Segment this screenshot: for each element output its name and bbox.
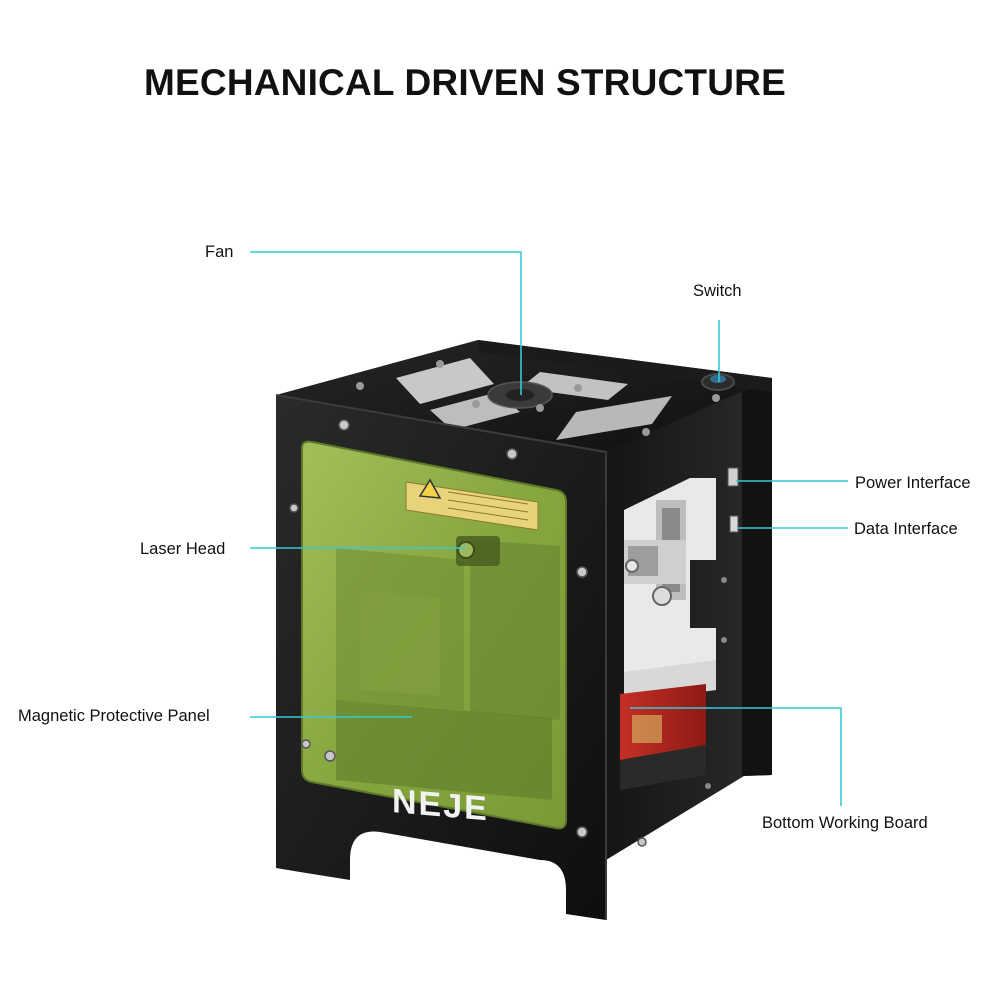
label-magnetic-protective-panel: Magnetic Protective Panel	[18, 707, 210, 725]
gantry-mechanism	[624, 500, 686, 606]
label-data-interface: Data Interface	[854, 520, 958, 538]
side-ports	[705, 467, 739, 789]
page-title: MECHANICAL DRIVEN STRUCTURE	[144, 62, 786, 103]
top-plate	[276, 340, 772, 452]
leader-fan	[250, 251, 522, 395]
leader-bottom-working-board	[630, 707, 842, 806]
neje-logo: NEJE	[392, 782, 489, 828]
frame-screws	[289, 419, 647, 847]
label-bottom-working-board: Bottom Working Board	[762, 814, 928, 832]
magnetic-protective-panel	[301, 440, 567, 830]
svg-text:NEJE: NEJE	[392, 782, 489, 828]
bottom-working-board	[620, 684, 706, 790]
leader-lines	[250, 251, 848, 806]
label-switch: Switch	[693, 282, 742, 300]
label-fan: Fan	[205, 243, 234, 261]
label-power-interface: Power Interface	[855, 474, 971, 492]
label-laser-head: Laser Head	[140, 540, 226, 558]
